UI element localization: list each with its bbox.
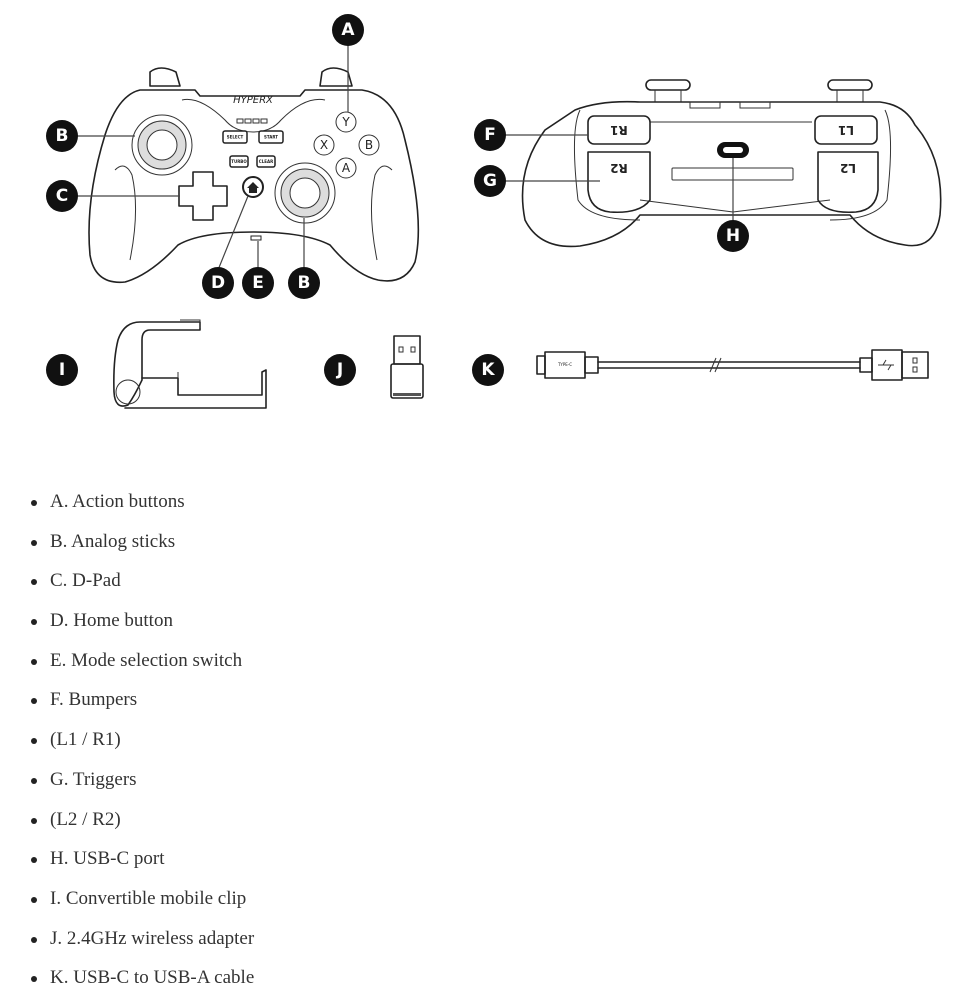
svg-text:CLEAR: CLEAR: [259, 159, 273, 164]
svg-text:START: START: [264, 135, 278, 140]
left-analog-stick: [131, 114, 193, 176]
callout-f: F: [474, 119, 506, 151]
start-button: START: [258, 130, 284, 144]
svg-text:A: A: [341, 20, 355, 40]
svg-text:B: B: [56, 126, 69, 146]
parts-list: A. Action buttons B. Analog sticks C. D-…: [0, 482, 254, 998]
svg-text:F: F: [484, 125, 496, 145]
list-item: B. Analog sticks: [0, 522, 254, 562]
face-buttons: Y X B A: [313, 111, 380, 179]
svg-text:R2: R2: [610, 161, 628, 175]
svg-text:TYPE-C: TYPE-C: [557, 362, 572, 367]
r2-trigger: R2: [587, 151, 651, 214]
callout-j: J: [324, 354, 356, 386]
clear-button: CLEAR: [256, 155, 276, 168]
callout-h: H: [717, 220, 749, 252]
list-item: J. 2.4GHz wireless adapter: [0, 919, 254, 959]
turbo-button: TURBO: [229, 155, 249, 168]
mobile-clip: [113, 319, 267, 409]
hyperx-logo: HYPERX: [233, 95, 274, 106]
controller-back: R1 R2 L1 L2: [504, 79, 942, 248]
callout-d: D: [202, 267, 234, 299]
controller-diagram: HYPERX SELECT START TURBO CLEAR Y X B A: [46, 14, 942, 409]
list-item: K. USB-C to USB-A cable: [0, 958, 254, 998]
svg-text:L1: L1: [838, 123, 854, 137]
svg-text:I: I: [59, 360, 65, 380]
svg-text:L2: L2: [840, 161, 856, 175]
list-item: A. Action buttons: [0, 482, 254, 522]
list-item: E. Mode selection switch: [0, 641, 254, 681]
d-pad: [178, 171, 228, 221]
usb-cable: TYPE-C: [536, 349, 929, 381]
list-item: (L2 / R2): [0, 800, 254, 840]
callout-g: G: [474, 165, 506, 197]
mode-switch: [250, 235, 262, 241]
svg-text:C: C: [56, 186, 68, 206]
list-item: H. USB-C port: [0, 839, 254, 879]
wireless-adapter: [390, 335, 424, 399]
home-button: [242, 176, 264, 198]
list-item: D. Home button: [0, 601, 254, 641]
svg-text:Y: Y: [341, 115, 350, 129]
callout-a: A: [332, 14, 364, 46]
svg-text:A: A: [342, 161, 351, 175]
right-analog-stick: [274, 162, 336, 224]
svg-text:E: E: [252, 273, 264, 293]
svg-text:B: B: [365, 138, 373, 152]
controller-front: HYPERX SELECT START TURBO CLEAR Y X B A: [76, 44, 420, 284]
list-item: G. Triggers: [0, 760, 254, 800]
callout-b-left: B: [46, 120, 78, 152]
svg-text:SELECT: SELECT: [227, 135, 244, 140]
svg-text:H: H: [726, 226, 740, 246]
svg-text:G: G: [483, 171, 497, 191]
svg-text:X: X: [320, 138, 328, 152]
callout-k: K: [472, 354, 504, 386]
r1-bumper: R1: [587, 115, 651, 145]
svg-text:D: D: [211, 273, 225, 293]
svg-text:K: K: [481, 360, 495, 380]
list-item: F. Bumpers: [0, 680, 254, 720]
callout-b-right: B: [288, 267, 320, 299]
callout-e: E: [242, 267, 274, 299]
list-item: C. D-Pad: [0, 561, 254, 601]
l1-bumper: L1: [814, 115, 878, 145]
list-item: (L1 / R1): [0, 720, 254, 760]
callout-c: C: [46, 180, 78, 212]
player-leds: [236, 118, 268, 124]
svg-text:B: B: [298, 273, 311, 293]
list-item: I. Convertible mobile clip: [0, 879, 254, 919]
l2-trigger: L2: [817, 151, 879, 214]
select-button: SELECT: [222, 130, 248, 144]
svg-text:TURBO: TURBO: [231, 159, 247, 164]
svg-text:J: J: [336, 360, 343, 380]
callout-i: I: [46, 354, 78, 386]
svg-text:R1: R1: [610, 123, 628, 137]
